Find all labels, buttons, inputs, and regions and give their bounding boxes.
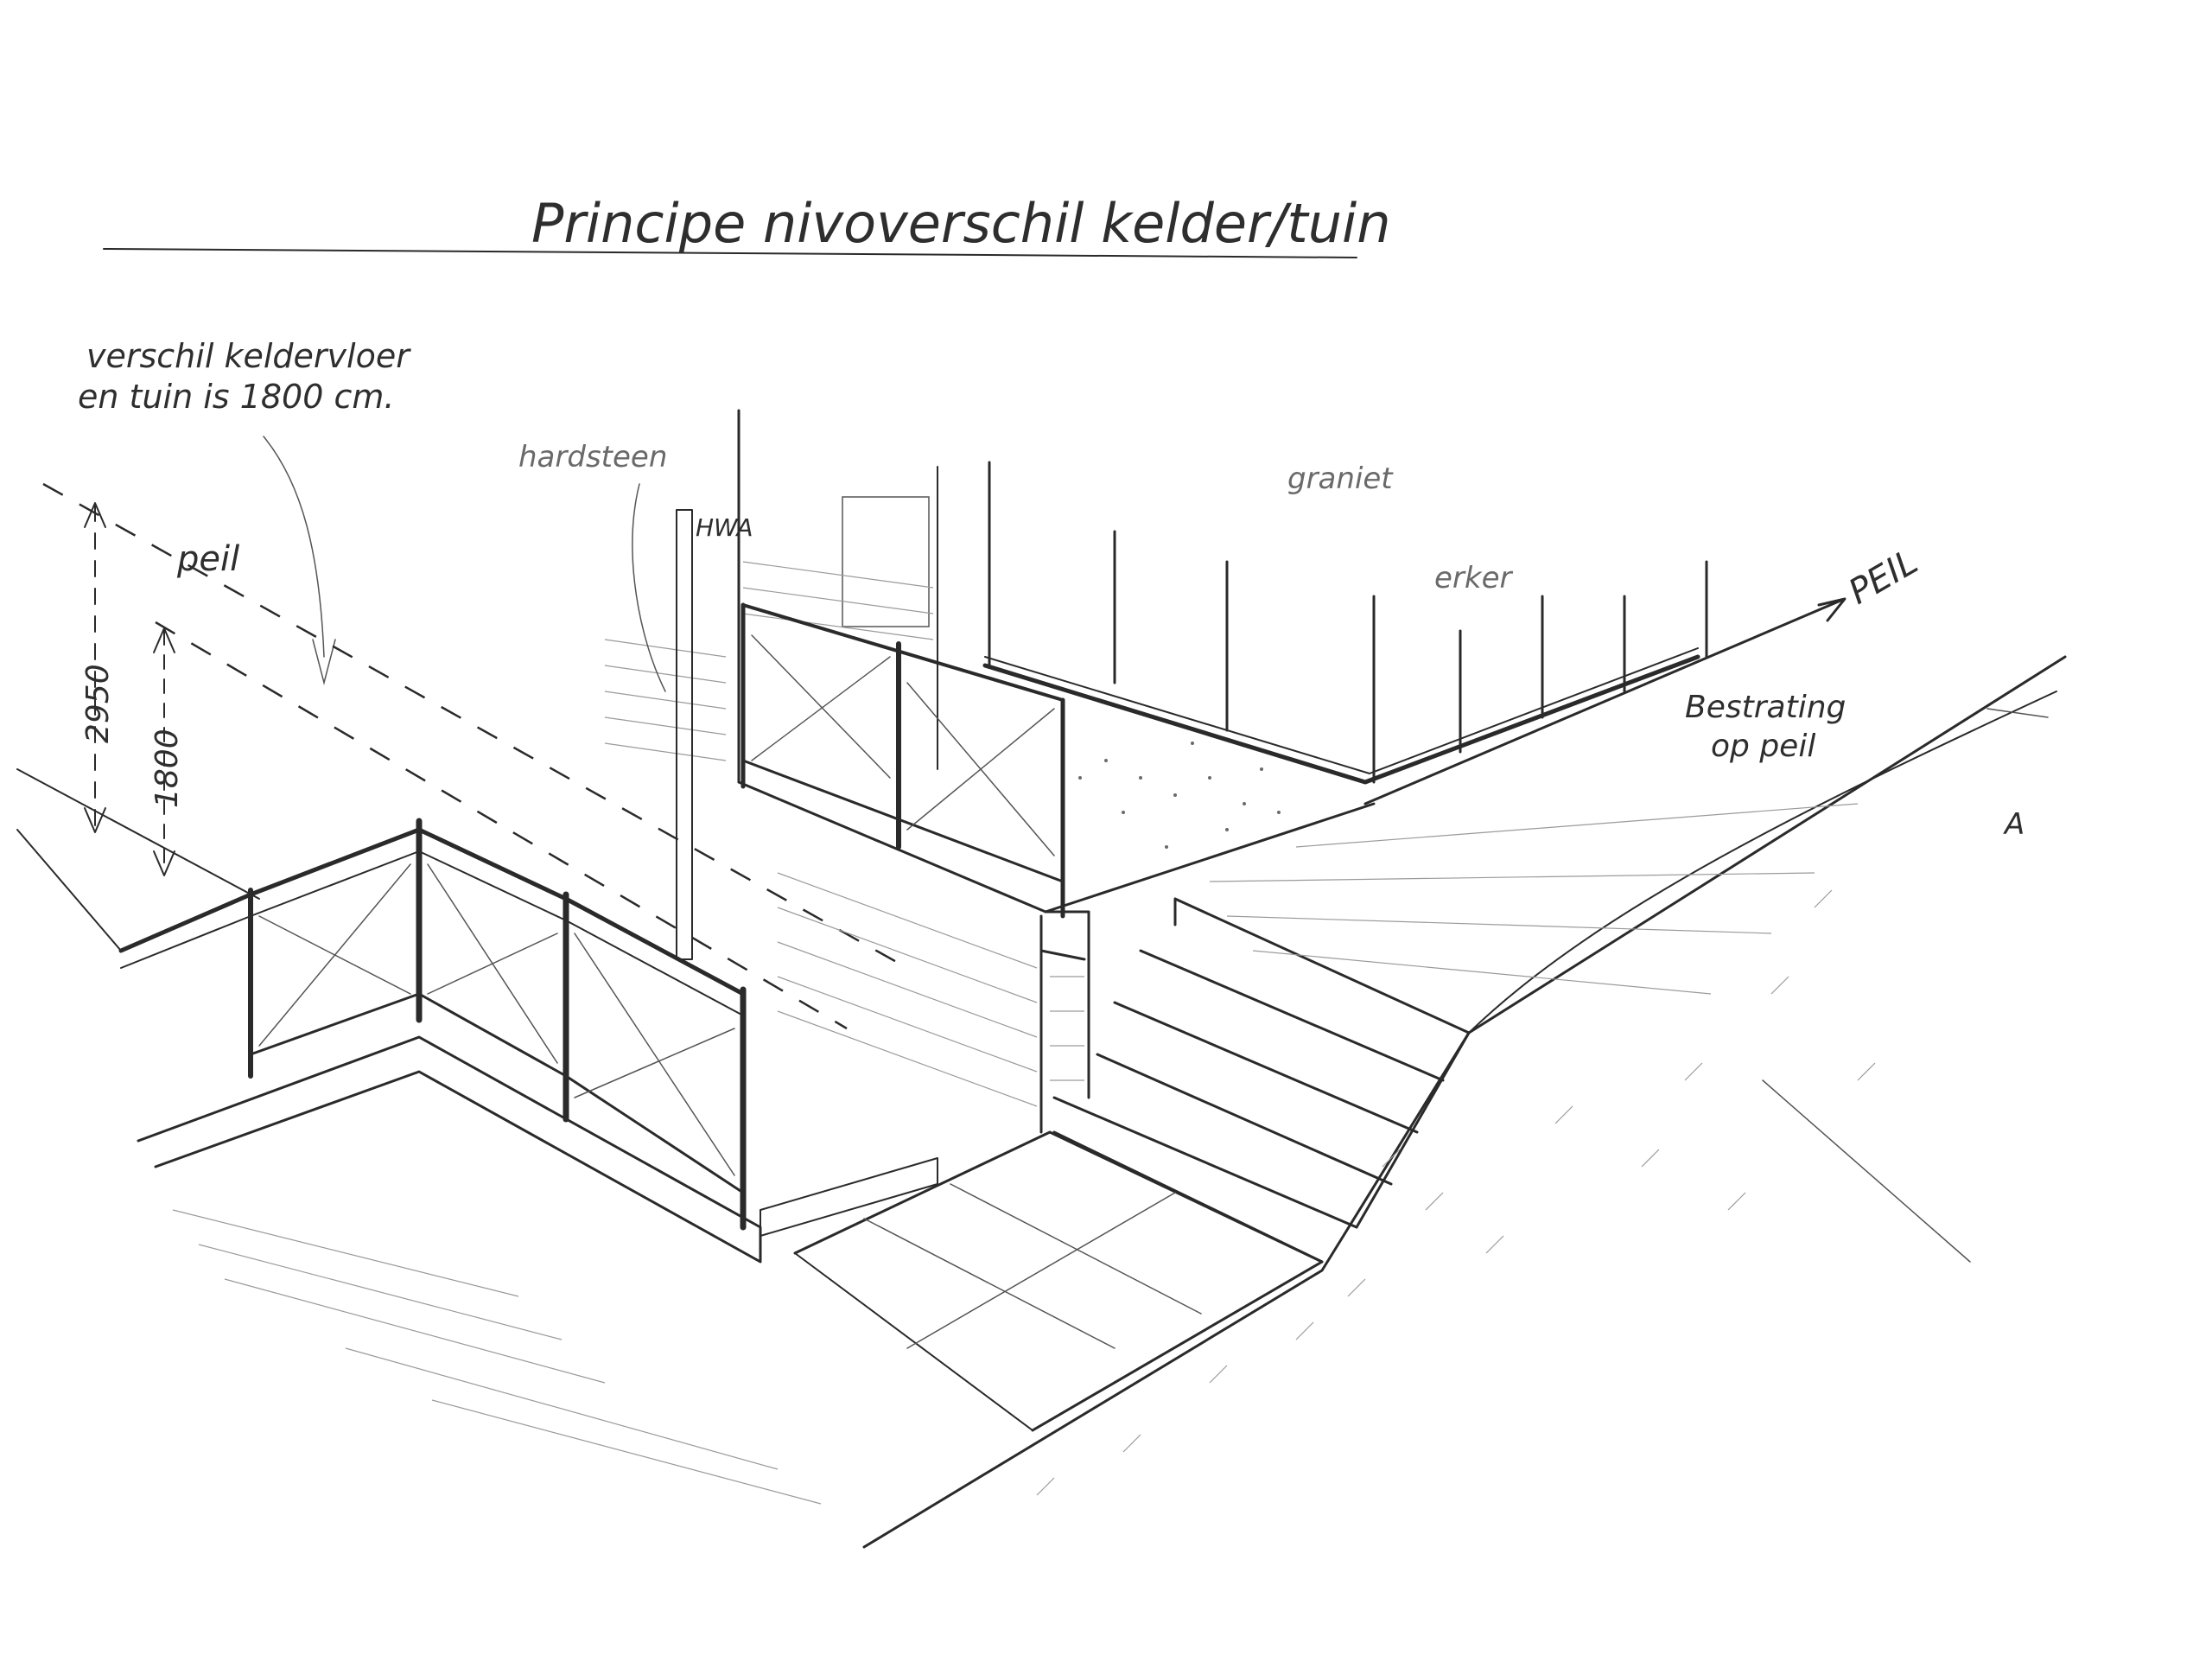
peil-dashed-line	[42, 482, 908, 970]
erker-base	[982, 654, 1700, 785]
hardsteen-leader	[632, 483, 666, 692]
dimension-total-label: 2950	[80, 664, 116, 743]
dimension-group: 2950 1800	[80, 502, 185, 876]
courtyard-tile-joint-3	[906, 1192, 1176, 1349]
bestrating-line-2: op peil	[1711, 729, 1815, 764]
upper-terrace	[737, 742, 1376, 961]
wall-brick-hatch	[777, 872, 1084, 1107]
lower-cross-1b	[258, 863, 411, 1047]
lower-coping	[137, 1035, 762, 1264]
hardsteen-label: hardsteen	[518, 440, 667, 474]
lower-cross-3b	[574, 1028, 735, 1098]
stairs-side	[1173, 897, 1471, 1229]
erker-label: erker	[1434, 561, 1514, 595]
courtyard-tile-joint-1	[863, 1218, 1116, 1349]
lower-handrail-under	[120, 850, 744, 1016]
courtyard-tile-joint-2	[950, 1183, 1202, 1315]
upper-cross-1b	[751, 656, 891, 761]
title-underline	[103, 248, 1357, 258]
graniet-label: graniet	[1287, 462, 1394, 496]
level-note-arrow-icon	[312, 639, 336, 685]
lower-wall-left	[16, 829, 122, 952]
step-2	[1139, 949, 1445, 1082]
downpipe-group: HWA hardsteen	[518, 440, 753, 960]
level-note-leader	[263, 436, 325, 658]
step-4	[1096, 1053, 1393, 1186]
section-line-top	[1986, 708, 2049, 718]
level-note-line-2: en tuin is 1800 cm.	[78, 378, 394, 416]
section-line-bottom	[1762, 1079, 1971, 1263]
garden-area: PEIL Bestrating op peil graniet erker A	[862, 462, 2067, 1549]
title-group: Principe nivoverschil kelder/tuin	[103, 192, 1391, 258]
retaining-wall	[777, 872, 1090, 1134]
dimension-arrow-top-icon	[84, 502, 106, 528]
courtyard-outline	[793, 1130, 1324, 1432]
terrace-gravel	[1078, 742, 1281, 849]
dimension-level-arrow-bottom-icon	[153, 850, 175, 876]
step-3	[1113, 1001, 1419, 1134]
upper-bottom-rail	[741, 759, 1065, 883]
step-5	[1052, 1096, 1358, 1229]
dimension-level-label: 1800	[149, 729, 185, 808]
terrace-slab-corner	[1044, 910, 1090, 957]
lower-balustrade	[16, 768, 822, 1505]
upper-cross-1a	[751, 634, 891, 779]
lower-bottom-rail	[249, 992, 745, 1194]
garden-path-edge	[862, 655, 2067, 1549]
upper-cross-2b	[906, 708, 1055, 831]
step-1	[1173, 897, 1471, 1035]
peil-line-right	[1363, 599, 1842, 805]
drawing-title: Principe nivoverschil kelder/tuin	[531, 192, 1391, 255]
lower-handrail	[118, 827, 746, 996]
terrace-slab-edge	[1039, 914, 1086, 961]
hwa-label: HWA	[696, 513, 753, 542]
peil-right-label: PEIL	[1842, 542, 1924, 613]
facade-brick-hatch	[604, 561, 934, 761]
dimension-arrow-bottom-icon	[84, 807, 106, 833]
level-note-line-1: verschil keldervloer	[86, 337, 411, 375]
peil-arrow-icon	[1817, 597, 1847, 622]
upper-balustrade	[741, 602, 1065, 919]
lower-wall-hatch	[172, 1209, 822, 1505]
path-paving-hatch	[1209, 803, 1859, 995]
stairs	[1052, 897, 1471, 1264]
section-marker-label: A	[2003, 807, 2024, 842]
lawn-grass-hatch	[1036, 889, 1876, 1496]
facade-window	[842, 496, 930, 627]
bestrating-line-1: Bestrating	[1685, 690, 1846, 725]
courtyard-front-edge	[794, 1252, 1033, 1431]
peil-left-label: peil	[176, 539, 239, 579]
level-note: verschil keldervloer en tuin is 1800 cm.	[78, 337, 411, 685]
peil-reference: peil	[42, 482, 908, 1030]
upper-handrail	[741, 603, 1065, 702]
lower-cross-2b	[427, 933, 558, 995]
building-facade	[604, 409, 1708, 785]
lower-cross-3a	[574, 933, 735, 1176]
erker-base-top	[984, 647, 1699, 774]
lower-coping-left	[16, 768, 260, 900]
sunken-courtyard	[760, 1130, 1324, 1432]
lawn-edge-curve	[1468, 691, 2057, 1034]
hwa-downpipe	[676, 509, 693, 960]
floor-dashed-line	[155, 621, 848, 1030]
terrace-front-edge	[737, 780, 1376, 914]
